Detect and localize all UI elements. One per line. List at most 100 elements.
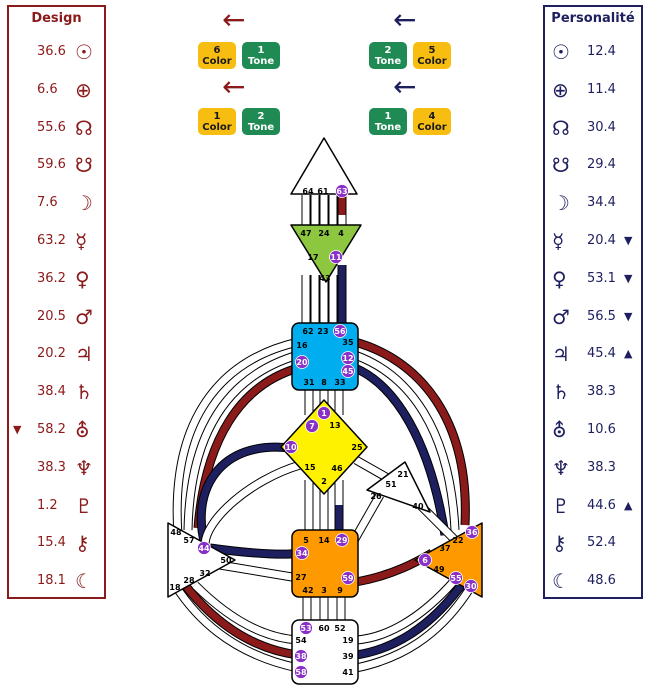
down-triangle-icon: ▼ — [13, 423, 22, 436]
down-triangle-icon: ▼ — [624, 234, 633, 247]
design-value: 6.6 — [37, 81, 58, 97]
chip-label: Tone — [247, 56, 275, 67]
mars-icon: ♂ — [75, 304, 93, 329]
gate-24-label: 24 — [318, 229, 330, 238]
personality-title: Personalité — [551, 11, 635, 26]
gate-30-marker — [464, 579, 478, 593]
gate-5-label: 5 — [303, 536, 309, 545]
gate-62-label: 62 — [302, 327, 313, 336]
jupiter-icon: ♃ — [75, 342, 93, 367]
down-triangle-icon: ▼ — [624, 271, 633, 285]
channel-sp-throat-2 — [353, 351, 459, 531]
gate-53-marker — [299, 621, 313, 635]
gate-48-label: 48 — [170, 528, 182, 537]
gate-6-marker — [418, 553, 432, 567]
saturn-icon: ♄ — [552, 380, 570, 405]
gate-51-label: 51 — [385, 480, 397, 489]
gate-32-label: 32 — [199, 569, 210, 578]
gate-19-label: 19 — [342, 636, 354, 645]
chip-label: Color — [417, 56, 447, 67]
mercury-icon: ☿ — [75, 229, 88, 253]
personality-value: 20.4 — [587, 233, 616, 248]
pluto-icon: ♇ — [552, 493, 570, 518]
gate-18-label: 18 — [169, 583, 181, 592]
gate-42-label: 42 — [302, 586, 313, 595]
spleen-center — [167, 522, 236, 598]
design-value: 36.6 — [37, 44, 66, 59]
gate-56-label: 56 — [334, 327, 346, 336]
chip-number: 5 — [428, 45, 436, 56]
gate-9-label: 9 — [337, 586, 343, 595]
chip-number: 1 — [213, 111, 221, 122]
earth-icon: ⊕ — [75, 77, 92, 102]
channel-root-spleen-1 — [172, 583, 299, 672]
root-center — [291, 619, 359, 685]
gate-41-label: 41 — [342, 668, 354, 677]
gate-34-label: 34 — [296, 549, 308, 558]
g-center — [280, 399, 368, 495]
gate-16-label: 16 — [296, 341, 308, 350]
personality-value: 38.3 — [587, 459, 616, 475]
gate-31-label: 31 — [303, 378, 315, 387]
design-value: 18.1 — [37, 573, 66, 589]
design-row: 38.3♆ — [9, 457, 105, 479]
gate-29-marker — [335, 533, 349, 547]
gate-2-label: 2 — [321, 477, 327, 486]
gate-38-marker — [294, 649, 308, 663]
gate-49-label: 49 — [433, 565, 445, 574]
design-row: 1.2♇ — [9, 495, 105, 517]
gate-3-label: 3 — [321, 586, 327, 595]
gate-61-label: 61 — [317, 187, 329, 196]
personality-value: 30.4 — [587, 119, 616, 135]
gate-11-marker — [329, 250, 343, 264]
gate-44-label: 44 — [198, 544, 210, 553]
design-row: 20.5♂ — [9, 306, 105, 328]
design-row: 59.6☋ — [9, 154, 105, 176]
gate-52-label: 52 — [334, 624, 345, 633]
pluto-icon: ♇ — [75, 493, 93, 518]
gate-64-label: 64 — [302, 187, 314, 196]
lilith-icon: ☾ — [75, 569, 93, 594]
chiron-icon: ⚷ — [552, 531, 567, 556]
gate-7-label: 7 — [309, 422, 315, 431]
up-triangle-icon: ▲ — [624, 498, 633, 512]
gate-33-label: 33 — [334, 378, 345, 387]
gate-63-marker — [335, 184, 349, 198]
sun-icon: ☉ — [75, 40, 93, 64]
gate-58-label: 58 — [295, 668, 307, 677]
design-row: 55.6☊ — [9, 117, 105, 139]
design-value: 36.2 — [37, 270, 66, 286]
gate-20-marker — [295, 355, 309, 369]
channel-root-sp-3 — [355, 577, 458, 644]
design-row: 36.6 ☉ — [9, 41, 105, 63]
north-node-icon: ☊ — [75, 115, 93, 140]
gate-35-label: 35 — [342, 338, 354, 347]
chip-label: Color — [202, 122, 232, 133]
gate-28-label: 28 — [183, 576, 195, 585]
gate-53-label: 53 — [300, 624, 311, 633]
channel-spleen-throat-1 — [173, 338, 299, 536]
personality-row: 48.6☾ — [545, 570, 641, 592]
gate-45-label: 45 — [342, 367, 354, 376]
design-row: 20.2 ♃ — [9, 343, 105, 365]
channel-sp-throat-3 — [353, 364, 449, 536]
design-row: 63.2☿ — [9, 230, 105, 252]
mars-icon: ♂ — [552, 304, 570, 329]
gate-46-label: 46 — [331, 464, 343, 473]
uranus-icon: ⛢ — [552, 418, 567, 442]
gate-56-marker — [333, 324, 347, 338]
personality-row: 38.3♆ — [545, 457, 641, 479]
south-node-icon: ☋ — [75, 153, 93, 178]
design-value: 20.2 — [37, 346, 66, 362]
personality-bottom-arrow-icon: ← — [393, 70, 417, 103]
north-node-icon: ☊ — [552, 115, 570, 140]
gate-57-label: 57 — [183, 536, 194, 545]
chip-label: Tone — [247, 122, 275, 133]
gate-43-label: 43 — [319, 274, 330, 283]
personality-row: 10.6⛢ — [545, 419, 641, 441]
design-top-arrow-icon: ← — [222, 3, 246, 36]
